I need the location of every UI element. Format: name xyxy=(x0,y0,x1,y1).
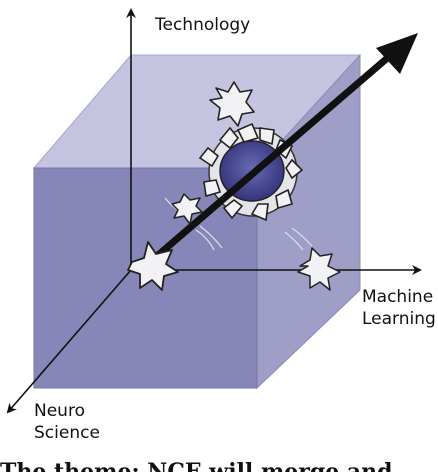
main-arrow-head xyxy=(376,33,418,74)
figure-caption: The theme: NCE will merge and ... xyxy=(0,452,438,472)
figure-caption-text: The theme: NCE will merge and ... xyxy=(0,459,424,472)
neuro-science-label-line1: Neuro xyxy=(34,401,85,421)
main-arrow-shaft xyxy=(146,50,396,266)
debris-fragment-top xyxy=(209,81,255,127)
technology-label: Technology xyxy=(155,15,251,35)
motion-lines xyxy=(164,197,313,251)
debris-fragment-small xyxy=(171,193,203,225)
neuro-science-label-line2: Science xyxy=(34,423,100,443)
debris-fragment-right xyxy=(297,247,341,291)
neuro-science-axis xyxy=(6,269,132,414)
machine-learning-label-line2: Learning xyxy=(362,309,436,329)
origin-impact-burst xyxy=(127,241,179,291)
machine-learning-label-line1: Machine xyxy=(362,287,434,307)
